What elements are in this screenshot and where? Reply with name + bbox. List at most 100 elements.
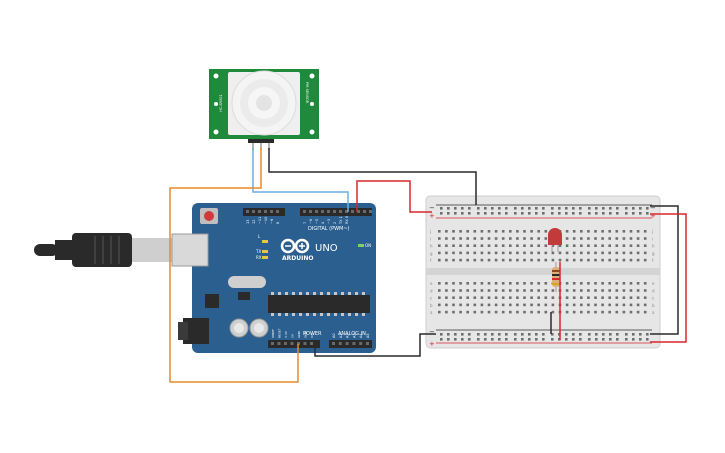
breadboard-hole[interactable] — [494, 237, 498, 240]
breadboard-hole[interactable] — [466, 289, 469, 292]
breadboard-hole[interactable] — [565, 244, 569, 247]
breadboard-hole[interactable] — [438, 296, 441, 299]
breadboard-hole[interactable] — [535, 207, 538, 210]
header-pin[interactable] — [264, 210, 267, 213]
breadboard-hole[interactable] — [595, 212, 598, 215]
breadboard-hole[interactable] — [494, 303, 498, 307]
breadboard-hole[interactable] — [615, 251, 619, 255]
breadboard-hole[interactable] — [643, 289, 647, 292]
breadboard-hole[interactable] — [639, 212, 642, 215]
breadboard-hole[interactable] — [587, 289, 590, 292]
breadboard-hole[interactable] — [516, 296, 519, 299]
breadboard-hole[interactable] — [480, 258, 484, 262]
breadboard-hole[interactable] — [615, 258, 619, 262]
breadboard-hole[interactable] — [454, 212, 457, 215]
breadboard-hole[interactable] — [480, 251, 484, 255]
breadboard-hole[interactable] — [565, 207, 568, 210]
breadboard-hole[interactable] — [565, 303, 569, 307]
breadboard-hole[interactable] — [438, 237, 441, 240]
breadboard-hole[interactable] — [542, 333, 545, 336]
header-pin[interactable] — [258, 210, 261, 213]
breadboard-hole[interactable] — [616, 338, 619, 341]
breadboard-hole[interactable] — [501, 230, 505, 233]
breadboard-hole[interactable] — [509, 244, 512, 247]
header-pin[interactable] — [303, 210, 306, 213]
breadboard-hole[interactable] — [445, 296, 448, 299]
breadboard-hole[interactable] — [608, 296, 611, 299]
breadboard-hole[interactable] — [480, 244, 484, 247]
breadboard-hole[interactable] — [542, 207, 545, 210]
breadboard-hole[interactable] — [452, 289, 455, 292]
breadboard-hole[interactable] — [551, 333, 554, 336]
breadboard-hole[interactable] — [609, 207, 612, 210]
breadboard-hole[interactable] — [454, 333, 457, 336]
breadboard-hole[interactable] — [595, 333, 598, 336]
breadboard-hole[interactable] — [452, 282, 455, 285]
breadboard-hole[interactable] — [601, 296, 604, 299]
breadboard-hole[interactable] — [580, 303, 583, 307]
breadboard-hole[interactable] — [542, 212, 545, 215]
breadboard-hole[interactable] — [466, 237, 469, 240]
breadboard-hole[interactable] — [438, 258, 441, 262]
breadboard-hole[interactable] — [537, 237, 540, 240]
breadboard-hole[interactable] — [636, 282, 640, 285]
breadboard-hole[interactable] — [580, 230, 583, 233]
breadboard-hole[interactable] — [473, 303, 477, 307]
breadboard-hole[interactable] — [528, 207, 531, 210]
breadboard-hole[interactable] — [544, 258, 548, 262]
breadboard-hole[interactable] — [530, 230, 533, 233]
breadboard-hole[interactable] — [468, 333, 471, 336]
breadboard-hole[interactable] — [487, 237, 491, 240]
breadboard-hole[interactable] — [528, 333, 531, 336]
breadboard-hole[interactable] — [516, 237, 519, 240]
breadboard-hole[interactable] — [523, 310, 526, 314]
breadboard-hole[interactable] — [646, 338, 649, 341]
breadboard-hole[interactable] — [523, 251, 526, 255]
breadboard-hole[interactable] — [639, 338, 642, 341]
breadboard-hole[interactable] — [544, 244, 548, 247]
breadboard-hole[interactable] — [459, 237, 462, 240]
breadboard-hole[interactable] — [461, 207, 464, 210]
breadboard-hole[interactable] — [440, 338, 443, 341]
breadboard-hole[interactable] — [629, 230, 633, 233]
breadboard-hole[interactable] — [473, 282, 477, 285]
breadboard-hole[interactable] — [565, 338, 568, 341]
breadboard-hole[interactable] — [523, 230, 526, 233]
breadboard-hole[interactable] — [629, 282, 633, 285]
breadboard-hole[interactable] — [643, 303, 647, 307]
breadboard-hole[interactable] — [445, 237, 448, 240]
breadboard-hole[interactable] — [445, 244, 448, 247]
breadboard-hole[interactable] — [544, 296, 548, 299]
breadboard-hole[interactable] — [438, 244, 441, 247]
breadboard-hole[interactable] — [615, 296, 619, 299]
breadboard-hole[interactable] — [643, 230, 647, 233]
breadboard-hole[interactable] — [616, 212, 619, 215]
breadboard-hole[interactable] — [580, 251, 583, 255]
breadboard-hole[interactable] — [608, 230, 611, 233]
breadboard-hole[interactable] — [452, 244, 455, 247]
breadboard-hole[interactable] — [452, 296, 455, 299]
breadboard-hole[interactable] — [551, 207, 554, 210]
breadboard-hole[interactable] — [466, 230, 469, 233]
breadboard-hole[interactable] — [608, 289, 611, 292]
breadboard-hole[interactable] — [625, 212, 628, 215]
breadboard-hole[interactable] — [537, 244, 540, 247]
breadboard-hole[interactable] — [580, 289, 583, 292]
breadboard-hole[interactable] — [622, 289, 626, 292]
breadboard-hole[interactable] — [523, 303, 526, 307]
breadboard-hole[interactable] — [629, 251, 633, 255]
breadboard-hole[interactable] — [551, 296, 555, 299]
header-pin[interactable] — [290, 342, 294, 345]
breadboard-hole[interactable] — [535, 338, 538, 341]
breadboard-hole[interactable] — [643, 258, 647, 262]
breadboard-hole[interactable] — [523, 289, 526, 292]
breadboard-hole[interactable] — [501, 258, 505, 262]
breadboard-hole[interactable] — [572, 258, 576, 262]
breadboard-hole[interactable] — [565, 282, 569, 285]
breadboard-hole[interactable] — [636, 296, 640, 299]
breadboard-hole[interactable] — [629, 289, 633, 292]
breadboard-hole[interactable] — [514, 207, 517, 210]
breadboard-hole[interactable] — [565, 296, 569, 299]
breadboard-hole[interactable] — [521, 212, 524, 215]
breadboard-hole[interactable] — [572, 333, 575, 336]
